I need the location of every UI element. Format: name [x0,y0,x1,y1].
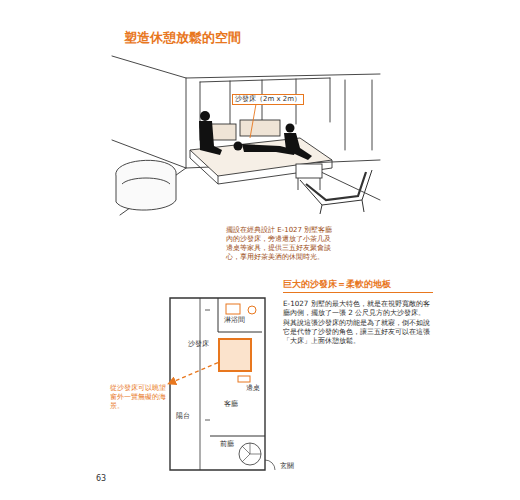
node-text: 從沙發床可以眺望窗外一覽無礙的海景。 [110,384,166,411]
page-number: 63 [96,474,106,484]
size-label: 沙發床（2m x 2m） [232,94,304,105]
sketch-stroke [239,443,261,465]
sketch-stroke [284,133,312,160]
armchair-sketch [116,160,176,210]
page-title: 塑造休憩放鬆的空間 [124,30,241,47]
sketch-stroke [286,124,295,133]
sketch-stroke [116,160,176,210]
room-label: 淋浴間 [224,316,245,325]
room-label: 客廳 [224,400,238,409]
sketch-stroke [200,111,210,121]
sketch-stroke [238,376,250,382]
sketch-stroke [112,56,380,78]
room-label: 邊桌 [246,384,260,393]
sofa-bed-sketch [190,120,332,190]
note-box: 從沙發床可以眺望窗外一覽無礙的海景。 [110,384,166,413]
sketch-stroke [186,78,187,168]
room-sketch [112,56,380,215]
sightline-arrow [168,363,218,384]
sketch-stroke [199,121,222,155]
leader-line [250,104,256,138]
sketch-stroke [345,80,372,150]
room-label: 前廳 [220,440,234,449]
sketch-stroke [306,172,366,200]
sketch-stroke [240,120,280,136]
photo-caption: 擺設在經典設計 E-1027 別墅客廳內的沙發床，旁邊還放了小茶几及邊桌等家具，… [226,226,334,262]
sketch-stroke [200,298,201,470]
room-label: 玄關 [280,462,294,471]
sketch-stroke [296,164,322,178]
section-heading: 巨大的沙發床＝柔軟的地板 [283,279,433,293]
sofa-bed-plan: 沙發床 [218,338,252,372]
lounge-chair-sketch [300,170,372,214]
sketch-stroke [320,200,364,214]
sketch-stroke [205,310,210,420]
sketch-stroke [170,298,265,470]
body-text: E-1027 別墅的最大特色，就是在視野寬敞的客廳內側，擺放了一張 2 公尺見方… [283,299,431,346]
sketch-stroke [242,443,261,462]
sketch-stroke [298,178,320,190]
sketch-stroke [190,150,332,184]
sketch-stroke [218,298,262,332]
sketch-stroke [226,304,240,314]
sketch-stroke [300,170,372,205]
sketch-stroke [248,306,256,314]
node-text: 沙發床 [188,340,209,349]
floor-plan [170,298,275,470]
people-silhouettes [199,111,312,160]
sketch-stroke [122,178,170,184]
sketch-stroke [234,142,243,151]
sketch-stroke [265,460,275,470]
sketch-stroke [210,436,265,437]
room-label: 陽台 [176,412,190,421]
